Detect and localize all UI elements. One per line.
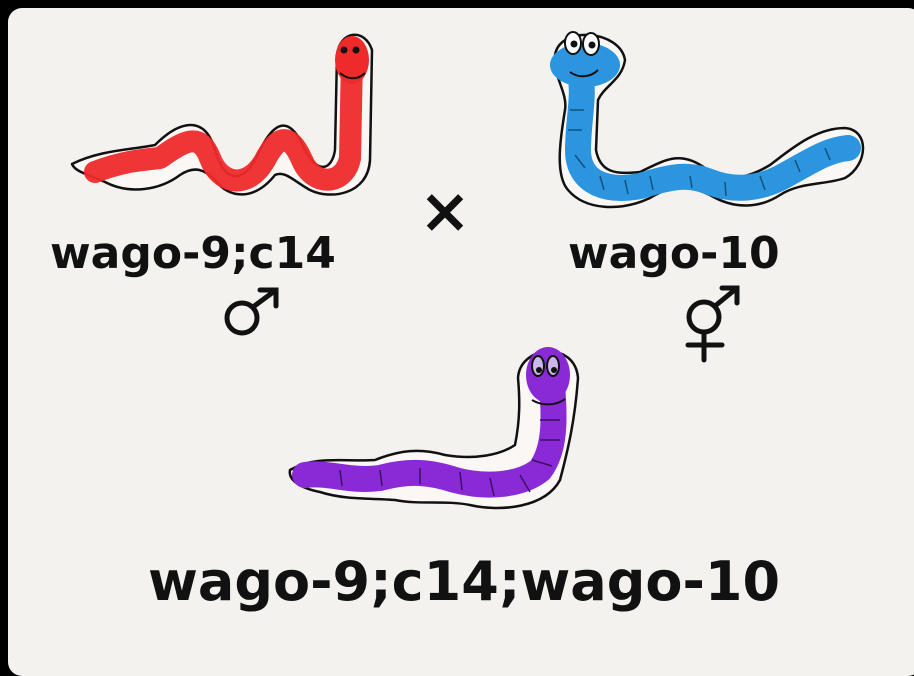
female-parent-label: wago-10 bbox=[568, 228, 780, 279]
purple-worm-eye-left bbox=[531, 355, 545, 377]
purple-worm-segments bbox=[339, 419, 560, 497]
purple-worm-body bbox=[292, 372, 567, 498]
drawing-canvas bbox=[8, 8, 914, 676]
blue-worm-pupil-left bbox=[570, 40, 578, 48]
cross-symbol-text: × bbox=[419, 174, 471, 247]
red-worm-mouth bbox=[339, 72, 366, 80]
purple-worm-pupil-left bbox=[536, 367, 542, 373]
blue-worm bbox=[550, 31, 865, 209]
purple-worm-eye-right bbox=[546, 355, 560, 377]
red-worm-head bbox=[335, 36, 369, 84]
male-symbol-icon bbox=[224, 287, 279, 336]
blue-worm-pupil-right bbox=[588, 41, 596, 49]
offspring-label: wago-9;c14;wago-10 bbox=[148, 550, 780, 613]
purple-worm-head bbox=[526, 347, 570, 403]
red-worm bbox=[70, 33, 374, 196]
purple-worm bbox=[288, 347, 580, 510]
red-worm-body bbox=[84, 47, 363, 192]
blue-worm-segments bbox=[568, 109, 831, 197]
purple-worm-pupil-right bbox=[551, 367, 557, 373]
blue-worm-mouth bbox=[569, 69, 599, 78]
blue-worm-head bbox=[550, 43, 620, 87]
blue-worm-body bbox=[565, 62, 861, 201]
red-worm-eye-right bbox=[352, 46, 360, 54]
cross-symbol: × bbox=[419, 174, 471, 247]
hermaphrodite-symbol-icon bbox=[685, 285, 740, 363]
red-worm-eye-left bbox=[340, 46, 348, 54]
male-parent-label: wago-9;c14 bbox=[50, 228, 336, 279]
purple-worm-mouth bbox=[531, 398, 566, 406]
